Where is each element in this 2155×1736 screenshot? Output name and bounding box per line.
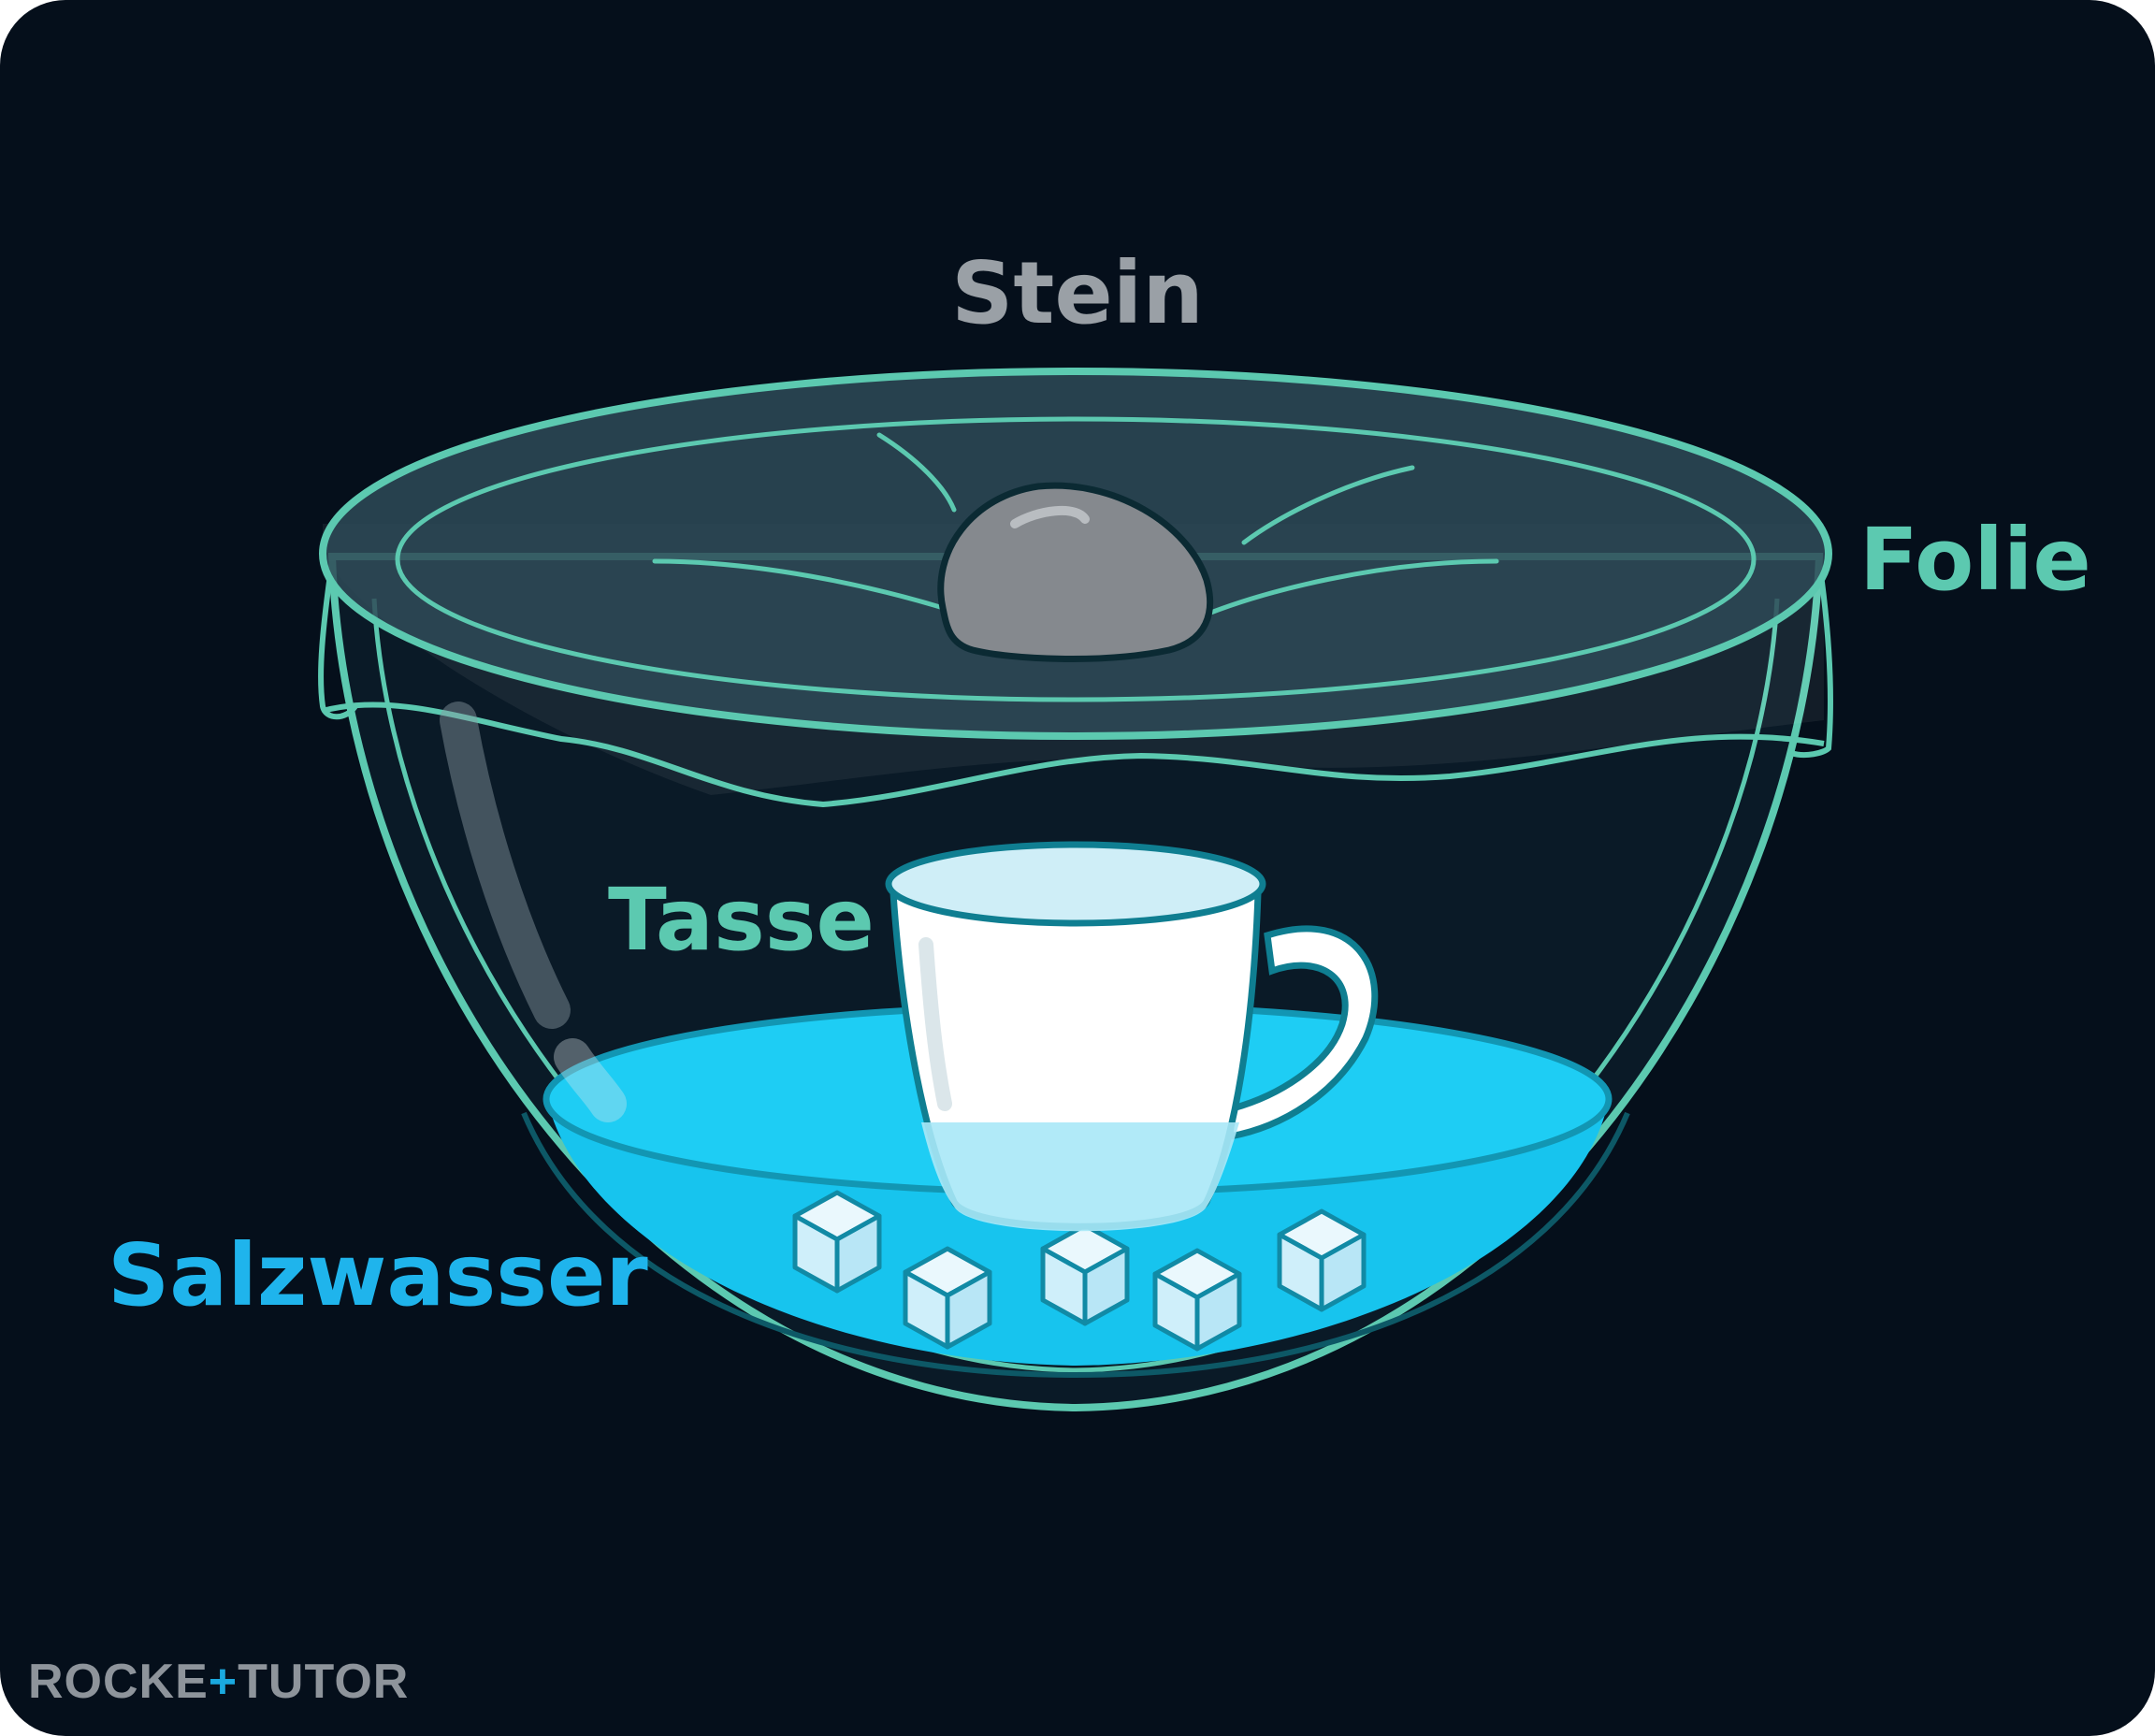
- label-folie: Folie: [1859, 510, 2091, 610]
- bowl-inner-wall: [371, 598, 1780, 1373]
- label-salzwasser: Salzwasser: [108, 1225, 648, 1325]
- sugar-cube-icon: [792, 1190, 1367, 1352]
- label-stein: Stein: [951, 243, 1204, 343]
- brand-logo: ROCKE+TUTOR: [28, 1655, 410, 1709]
- cup-icon: [885, 841, 1379, 1232]
- bowl-highlight: [440, 702, 571, 1029]
- stone-icon: [937, 482, 1214, 662]
- bowl-bottom-line: [521, 1111, 1630, 1379]
- label-tasse: Tasse: [608, 870, 875, 970]
- wrap-lower-edge: [322, 702, 1825, 808]
- bowl-rim-inner: [395, 416, 1757, 702]
